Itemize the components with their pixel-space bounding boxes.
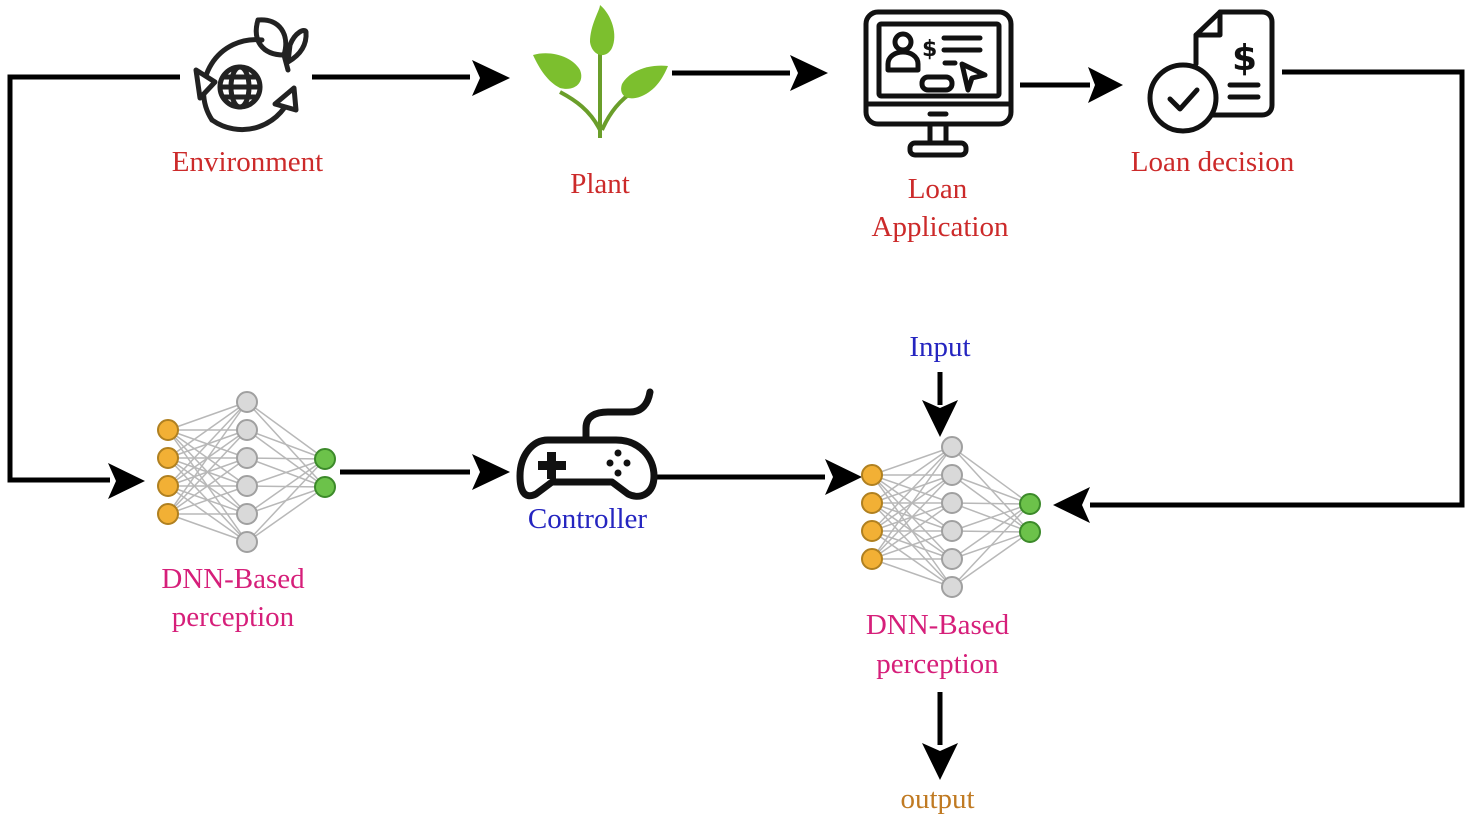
network-connection (246, 486, 326, 543)
network-connection (167, 401, 248, 515)
dnn-right-label-line2: perception (876, 648, 999, 680)
arrowhead-loan-application (790, 55, 828, 91)
edge-loan-decision-to-dnn-right (1090, 69, 1465, 508)
computer-monitor-application-icon: $ (863, 9, 1014, 158)
hidden-node (941, 520, 963, 542)
hidden-node (236, 391, 258, 413)
network-connection (246, 401, 326, 460)
arrowhead-loan-decision (1088, 67, 1123, 103)
input-node (861, 464, 883, 486)
hidden-node (941, 492, 963, 514)
neural-network-icon-right (861, 436, 1041, 598)
output-node (314, 476, 336, 498)
output-node (1019, 493, 1041, 515)
dnn-right-label-line1: DNN-Based (865, 609, 1010, 641)
gamepad-controller-icon (516, 388, 658, 500)
network-connection (951, 503, 1031, 532)
network-connection (246, 429, 326, 460)
hidden-node (941, 548, 963, 570)
network-connection (951, 446, 1031, 505)
input-node (861, 548, 883, 570)
svg-text:$: $ (922, 37, 937, 62)
plant-label: Plant (570, 168, 630, 200)
arrowhead-controller (472, 454, 510, 490)
dnn-left-label-line1: DNN-Based (161, 563, 305, 595)
network-connection (167, 401, 248, 487)
network-connection (871, 558, 953, 588)
plant-sprout-icon (533, 5, 668, 138)
arrowhead-input (922, 400, 958, 437)
environment-label: Environment (171, 146, 324, 178)
network-connection (951, 474, 1031, 505)
network-connection (871, 446, 953, 560)
loan-application-label-line1: Loan (907, 173, 968, 205)
input-node (157, 475, 179, 497)
network-connection (871, 530, 953, 560)
arrowhead-dnn-left (108, 463, 145, 499)
edge-environment-to-dnn-left (7, 74, 180, 483)
input-node (861, 520, 883, 542)
neural-network-icon-left (157, 391, 336, 553)
input-label: Input (909, 331, 971, 363)
network-connection (167, 485, 248, 515)
arrowhead-output (922, 743, 958, 780)
hidden-node (941, 436, 963, 458)
network-connection (951, 503, 1031, 588)
network-connection (871, 502, 953, 560)
input-node (157, 503, 179, 525)
network-connection (951, 502, 1031, 505)
hidden-node (941, 576, 963, 598)
dnn-left-label-line2: perception (171, 601, 295, 633)
hidden-node (236, 503, 258, 525)
input-node (157, 419, 179, 441)
network-connection (167, 429, 248, 515)
network-connection (246, 458, 326, 543)
network-connection (167, 457, 248, 515)
document-check-dollar-icon: $ (1147, 9, 1275, 134)
arrowhead-dnn-right-from-controller (825, 459, 862, 495)
hidden-node (236, 447, 258, 469)
environment-recycle-globe-icon (193, 17, 309, 132)
network-connection (167, 513, 248, 543)
network-connection (871, 446, 953, 476)
network-connection (167, 401, 248, 431)
network-connection (246, 458, 326, 515)
loan-application-label-line2: Application (871, 211, 1009, 243)
network-connection (871, 446, 953, 532)
input-node (861, 492, 883, 514)
svg-text:$: $ (1232, 38, 1257, 79)
hidden-node (236, 419, 258, 441)
loan-decision-label: Loan decision (1130, 146, 1295, 178)
hidden-node (236, 475, 258, 497)
hidden-node (941, 464, 963, 486)
controller-label: Controller (527, 503, 648, 535)
network-connection (167, 401, 248, 459)
network-connection (246, 457, 326, 460)
arrowhead-dnn-right-from-loan (1053, 487, 1090, 523)
network-connection (951, 531, 1031, 588)
arrowhead-plant (472, 60, 510, 96)
input-node (157, 447, 179, 469)
output-node (1019, 521, 1041, 543)
output-label: output (900, 783, 975, 815)
network-connection (951, 503, 1031, 560)
network-connection (871, 446, 953, 504)
hidden-node (236, 531, 258, 553)
network-connection (871, 474, 953, 560)
network-connection (246, 458, 326, 487)
output-node (314, 448, 336, 470)
